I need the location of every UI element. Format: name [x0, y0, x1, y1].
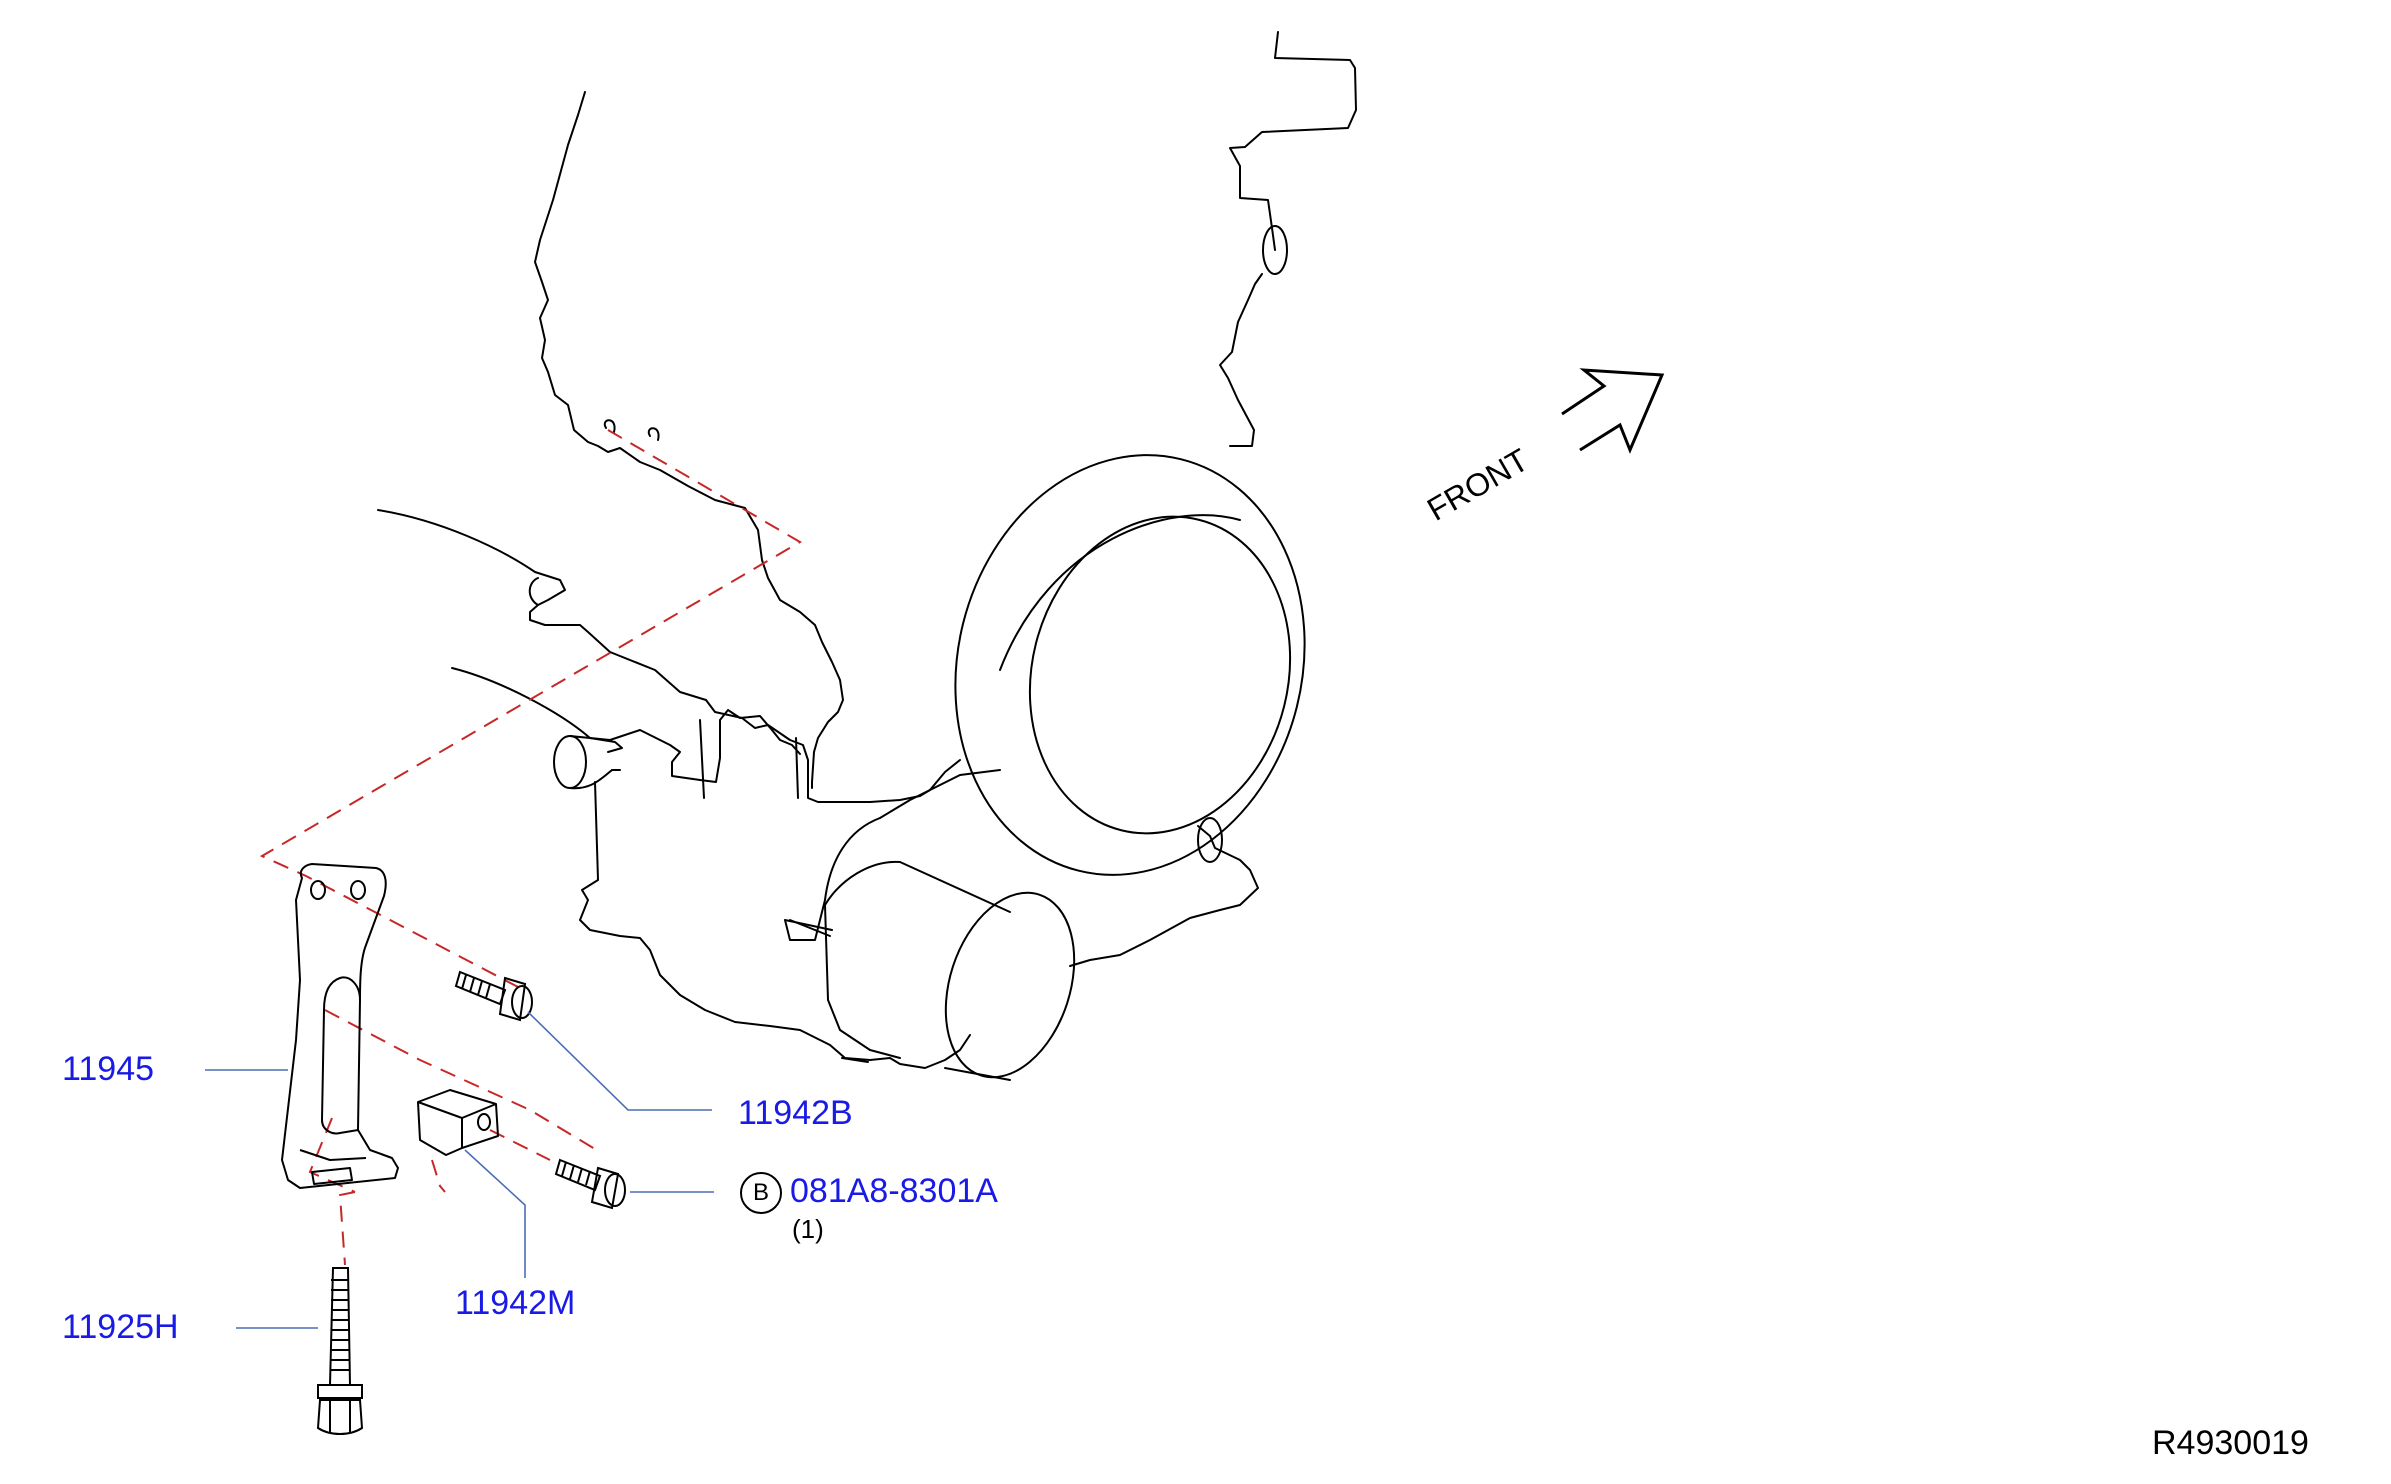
spacer-11942m-drawing — [417, 1089, 499, 1156]
leader-lines — [205, 1011, 714, 1329]
front-arrow-icon — [1561, 368, 1665, 454]
diagram-reference-code: R4930019 — [2152, 1424, 2309, 1462]
bolt-081a8-drawing — [554, 1158, 626, 1210]
part-quantity: (1) — [792, 1214, 824, 1244]
assembly-guide-lines — [259, 429, 802, 1266]
bracket-11945-drawing — [281, 863, 399, 1189]
part-label-11942m[interactable]: 11942M — [455, 1284, 576, 1322]
part-label-11925h[interactable]: 11925H — [62, 1308, 179, 1346]
callout-badge-b: B — [740, 1172, 782, 1214]
part-label-11942b[interactable]: 11942B — [738, 1094, 853, 1132]
part-label-081a8-8301a[interactable]: 081A8-8301A — [790, 1172, 998, 1210]
stud-11925h-drawing — [316, 1267, 364, 1435]
part-label-11945[interactable]: 11945 — [62, 1050, 155, 1088]
bolt-11942b-drawing — [454, 970, 533, 1022]
engine-assembly-outline — [377, 31, 1357, 1081]
